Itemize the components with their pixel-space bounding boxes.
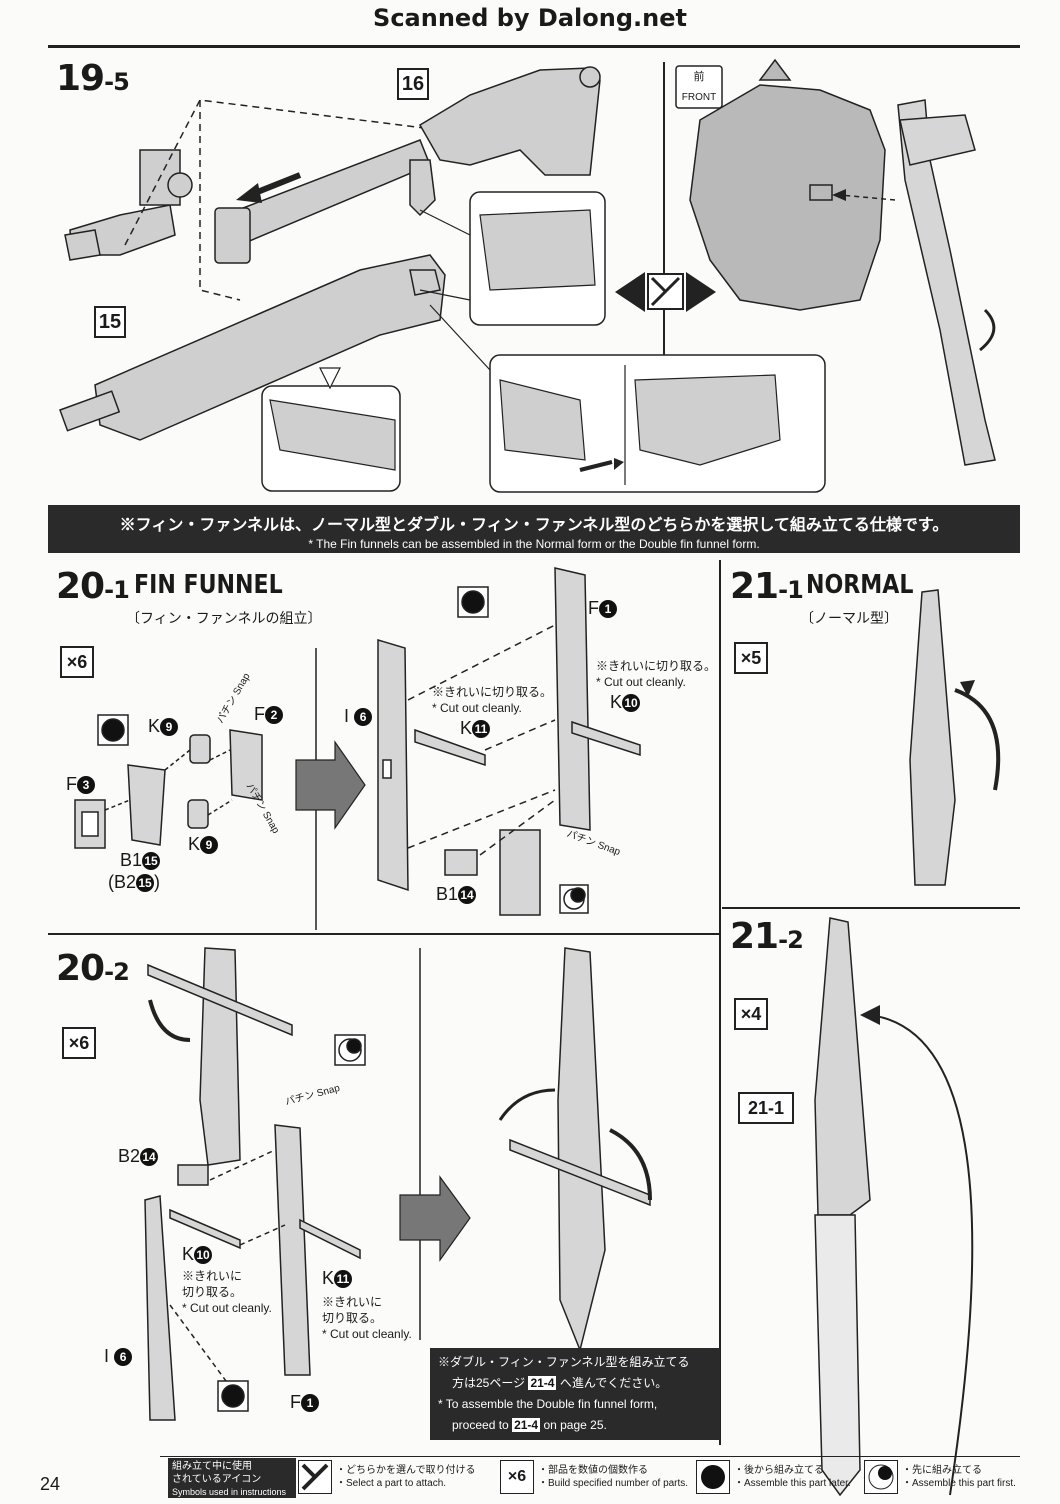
part-15-label: 15 xyxy=(94,306,126,338)
step-number-sub: -5 xyxy=(104,68,130,96)
quantity-icon: ×6 xyxy=(500,1460,534,1494)
step-reference-badge: 21-1 xyxy=(738,1092,794,1124)
part-16-barrel xyxy=(214,66,601,264)
part-15-body xyxy=(59,254,446,441)
front-badge: 前 FRONT xyxy=(676,68,722,103)
step-20-1-title: FIN FUNNEL xyxy=(134,570,283,600)
assemble-later-icon xyxy=(97,586,489,1412)
label-i6: I 6 xyxy=(104,1346,133,1367)
double-fin-note: ※ダブル・フィン・ファンネル型を組み立てる 方は25ページ 21-4 へ進んでく… xyxy=(430,1348,720,1440)
step-number-sub: -1 xyxy=(104,576,130,604)
front-jp: 前 xyxy=(693,71,705,83)
label-i6: I 6 xyxy=(344,706,373,727)
step-19-5-number: 19-5 xyxy=(56,58,130,99)
legend-bar xyxy=(160,1456,1020,1499)
assemble-first-icon xyxy=(334,884,589,1066)
step-number-sub: -2 xyxy=(778,926,804,954)
step-number-main: 21 xyxy=(730,916,779,957)
step-21-1-title: NORMAL xyxy=(806,570,914,600)
page-number: 24 xyxy=(40,1474,61,1494)
hand-with-rifle-drawing xyxy=(64,149,193,261)
step-number-sub: -1 xyxy=(778,576,804,604)
part-16-label: 16 xyxy=(397,68,429,100)
step-number-main: 19 xyxy=(56,58,105,99)
step20-2-parts xyxy=(144,947,651,1421)
step-20-2-number: 20-2 xyxy=(56,948,130,989)
front-en: FRONT xyxy=(681,92,717,103)
cut-note-left: ※きれいに切り取る。* Cut out cleanly. xyxy=(432,685,553,715)
instruction-banner: ※フィン・ファンネルは、ノーマル型とダブル・フィン・ファンネル型のどちらかを選択… xyxy=(48,505,1020,553)
step-20-1-number: 20-1 xyxy=(56,566,130,607)
step-number-main: 21 xyxy=(730,566,779,607)
cut-note-k11: ※きれいに切り取る。* Cut out cleanly. xyxy=(322,1295,412,1341)
quantity-badge: ×6 xyxy=(60,646,94,678)
step-21-2-number: 21-2 xyxy=(730,916,804,957)
step-20-1-subtitle: 〔フィン・ファンネルの組立〕 xyxy=(126,610,322,626)
banner-jp: ※フィン・ファンネルは、ノーマル型とダブル・フィン・ファンネル型のどちらかを選択… xyxy=(119,517,949,534)
quantity-badge: ×4 xyxy=(734,998,768,1030)
scan-watermark: Scanned by Dalong.net xyxy=(373,4,687,32)
step-21-1-subtitle: 〔ノーマル型〕 xyxy=(800,610,898,626)
step21-2-fins xyxy=(814,917,871,1497)
cut-note-k10: ※きれいに切り取る。* Cut out cleanly. xyxy=(182,1269,272,1315)
assemble-first-icon xyxy=(864,1460,898,1494)
fin-funnel-side-drawing xyxy=(897,99,996,466)
quantity-badge: ×5 xyxy=(734,642,768,674)
robot-torso-drawing xyxy=(689,58,886,311)
assemble-later-icon xyxy=(696,1460,730,1494)
select-part-icon xyxy=(298,1460,332,1494)
quantity-badge: ×6 xyxy=(62,1027,96,1059)
step20-1-parts xyxy=(74,567,641,916)
step21-1-fin xyxy=(909,589,956,886)
cut-note-right: ※きれいに切り取る。* Cut out cleanly. xyxy=(596,659,717,689)
step-number-main: 20 xyxy=(56,566,105,607)
select-arrows xyxy=(615,272,716,312)
step-21-1-number: 21-1 xyxy=(730,566,804,607)
step-number-main: 20 xyxy=(56,948,105,989)
step-number-sub: -2 xyxy=(104,958,130,986)
banner-en: * The Fin funnels can be assembled in th… xyxy=(308,537,760,551)
